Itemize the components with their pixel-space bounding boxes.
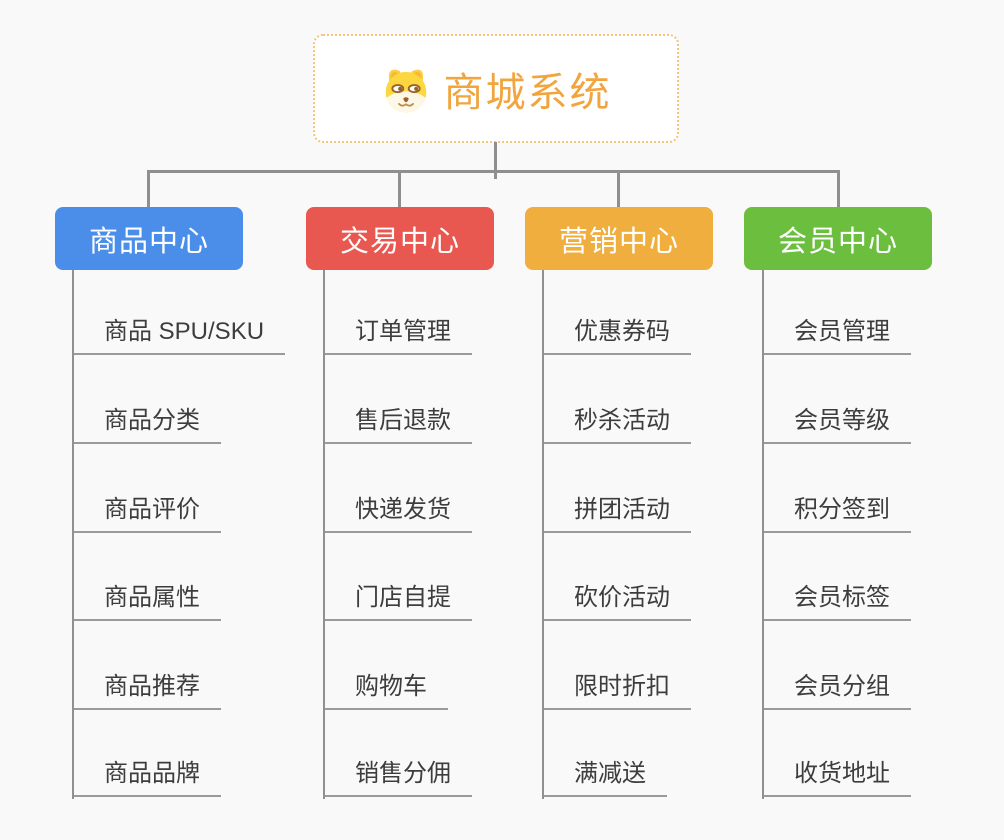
branch-column-product-center: 商品 SPU/SKU 商品分类 商品评价 商品属性 商品推荐 商品品牌 [72, 270, 286, 799]
leaf-item[interactable]: 拼团活动 [544, 495, 691, 533]
leaf-item[interactable]: 会员等级 [764, 406, 911, 444]
branch-node-trade-center[interactable]: 交易中心 [306, 207, 494, 270]
leaf-item[interactable]: 商品评价 [74, 495, 221, 533]
leaf-item[interactable]: 优惠券码 [544, 317, 691, 355]
connector-horizontal-bar [147, 170, 840, 173]
leaf-item[interactable]: 商品品牌 [74, 759, 221, 797]
root-title: 商城系统 [443, 70, 612, 115]
leaf-item[interactable]: 满减送 [544, 759, 667, 797]
leaf-item[interactable]: 限时折扣 [544, 672, 691, 710]
leaf-item[interactable]: 商品属性 [74, 583, 221, 621]
leaf-item[interactable]: 快递发货 [325, 495, 472, 533]
branch-column-member-center: 会员管理 会员等级 积分签到 会员标签 会员分组 收货地址 [762, 270, 911, 799]
leaf-item[interactable]: 商品推荐 [74, 672, 221, 710]
connector-root-stem [494, 142, 497, 179]
leaf-item[interactable]: 商品分类 [74, 406, 221, 444]
connector-drop-member-center [837, 170, 840, 207]
shiba-dog-icon [381, 64, 431, 114]
branch-column-trade-center: 订单管理 售后退款 快递发货 门店自提 购物车 销售分佣 [323, 270, 472, 799]
leaf-item[interactable]: 秒杀活动 [544, 406, 691, 444]
connector-drop-product-center [147, 170, 150, 207]
root-node[interactable]: 商城系统 [313, 34, 679, 143]
leaf-item[interactable]: 会员标签 [764, 583, 911, 621]
leaf-item[interactable]: 售后退款 [325, 406, 472, 444]
leaf-item[interactable]: 销售分佣 [325, 759, 472, 797]
branch-node-marketing-center[interactable]: 营销中心 [525, 207, 713, 270]
leaf-item[interactable]: 门店自提 [325, 583, 472, 621]
branch-node-product-center[interactable]: 商品中心 [55, 207, 243, 270]
leaf-item[interactable]: 购物车 [325, 672, 448, 710]
leaf-item[interactable]: 订单管理 [325, 317, 472, 355]
branch-node-member-center[interactable]: 会员中心 [744, 207, 932, 270]
leaf-item[interactable]: 收货地址 [764, 759, 911, 797]
leaf-item[interactable]: 积分签到 [764, 495, 911, 533]
leaf-item[interactable]: 会员管理 [764, 317, 911, 355]
leaf-item[interactable]: 商品 SPU/SKU [74, 317, 286, 355]
leaf-item[interactable]: 砍价活动 [544, 583, 691, 621]
connector-drop-trade-center [398, 170, 401, 207]
branch-column-marketing-center: 优惠券码 秒杀活动 拼团活动 砍价活动 限时折扣 满减送 [542, 270, 691, 799]
connector-drop-marketing-center [617, 170, 620, 207]
leaf-item[interactable]: 会员分组 [764, 672, 911, 710]
